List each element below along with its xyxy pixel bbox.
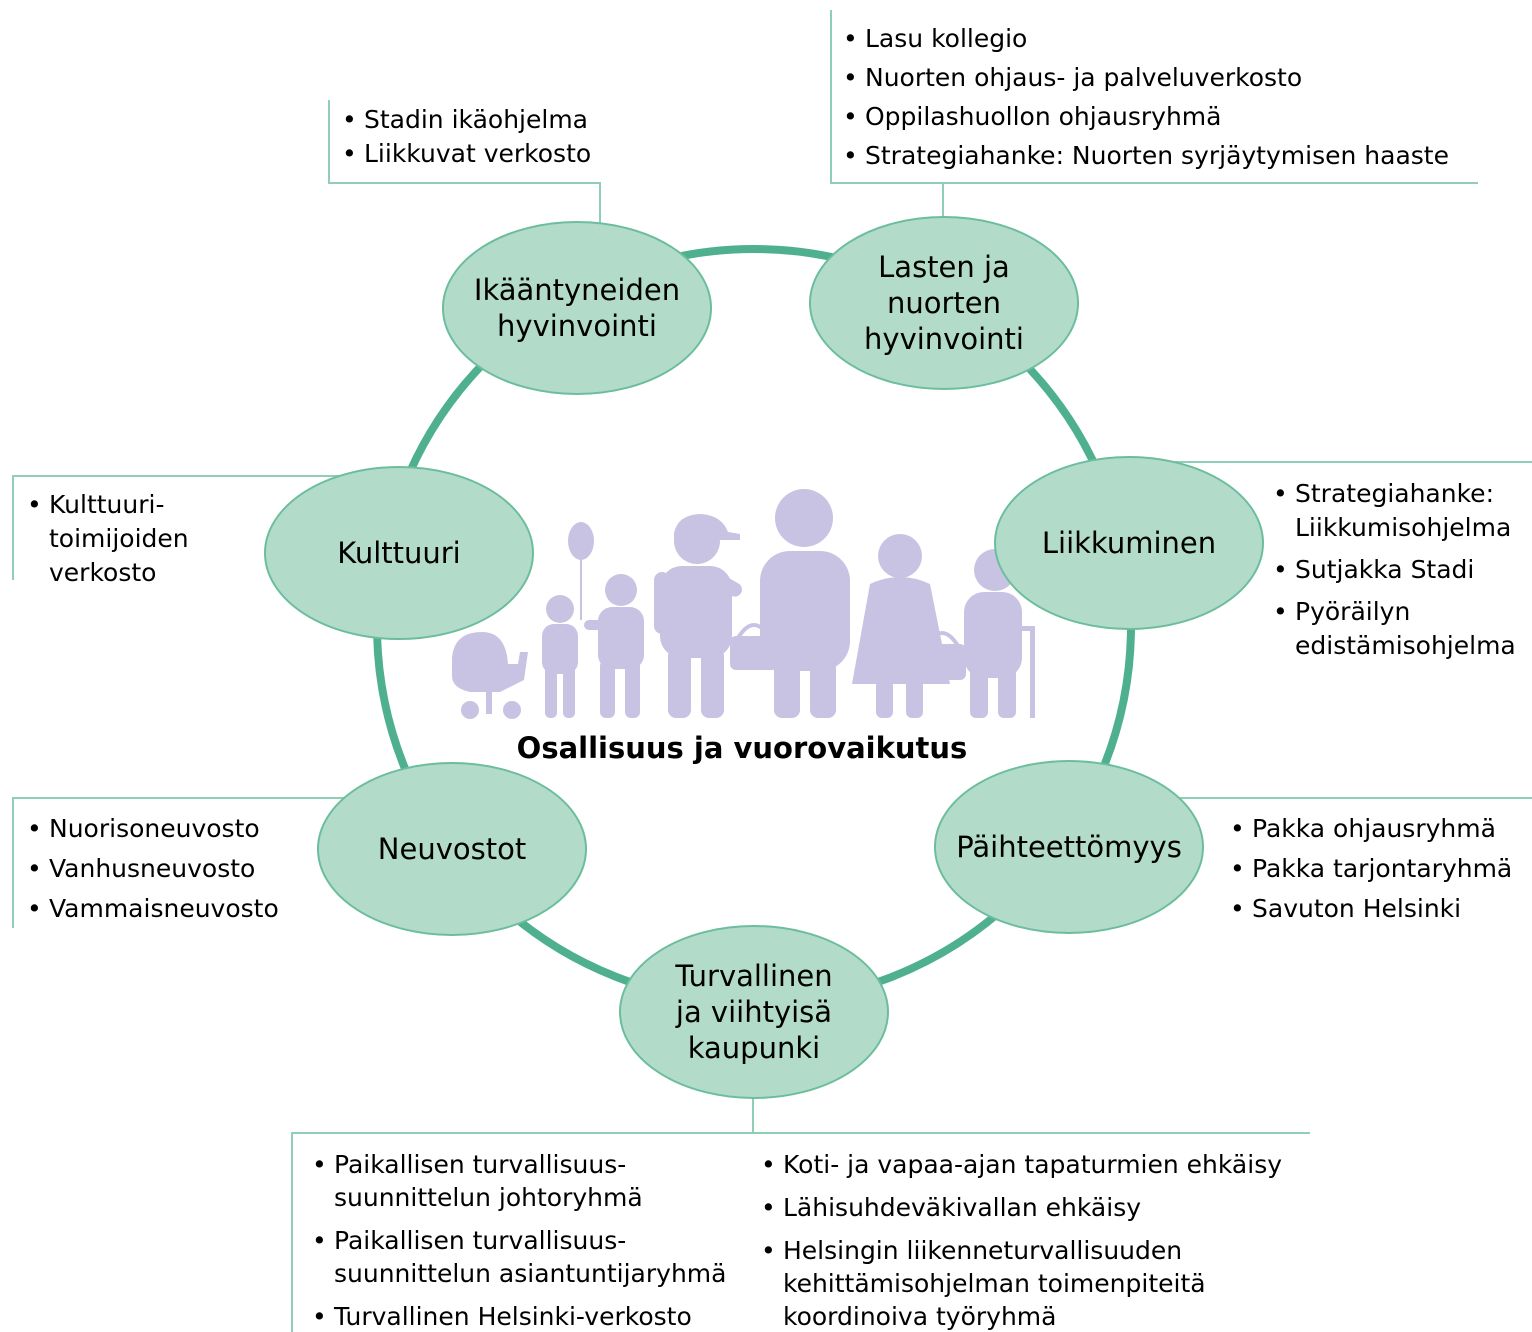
list-paihteettomyys: Pakka ohjausryhmä Pakka tarjontaryhmä Sa…: [1228, 809, 1512, 929]
node-shape-liikkuminen: [994, 456, 1264, 630]
list-item: Pakka ohjausryhmä: [1228, 809, 1512, 849]
connector-lasten: [830, 10, 1478, 184]
list-item: Stadin ikäohjelma: [340, 103, 591, 137]
list-item: Savuton Helsinki: [1228, 889, 1512, 929]
node-label-ikaantyneiden: Ikääntyneiden hyvinvointi: [473, 273, 681, 343]
list-kulttuuri: Kulttuuri- toimijoiden verkosto: [25, 488, 189, 590]
list-item: Paikallisen turvallisuus- suunnittelun a…: [310, 1224, 726, 1290]
list-item: Sutjakka Stadi: [1271, 553, 1516, 587]
list-item: Oppilashuollon ohjausryhmä: [841, 97, 1449, 136]
connector-ikaantyneiden: [328, 100, 601, 225]
node-label-lasten: Lasten ja nuorten hyvinvointi: [864, 250, 1024, 356]
node-shape-paihteettomyys: [934, 760, 1204, 934]
node-shape-neuvostot: [317, 762, 587, 936]
node-label-neuvostot: Neuvostot: [377, 832, 527, 866]
connector-kulttuuri: [12, 475, 340, 580]
node-shape-ikaantyneiden: [442, 221, 712, 395]
center-title: Osallisuus ja vuorovaikutus: [516, 731, 968, 765]
list-item: Lähisuhdeväkivallan ehkäisy: [759, 1191, 1282, 1224]
node-label-paihteettomyys: Päihteettömyys: [956, 830, 1182, 864]
list-turvallinen-left: Paikallisen turvallisuus- suunnittelun j…: [310, 1148, 726, 1332]
connector-turvallinen: [291, 1132, 1310, 1332]
list-item: Pakka tarjontaryhmä: [1228, 849, 1512, 889]
family-people-icon: [452, 489, 1035, 719]
list-item: Strategiahanke: Liikkumisohjelma: [1271, 477, 1516, 545]
list-neuvostot: Nuorisoneuvosto Vanhusneuvosto Vammaisne…: [25, 809, 279, 929]
list-item: Vammaisneuvosto: [25, 889, 279, 929]
list-lasten: Lasu kollegio Nuorten ohjaus- ja palvelu…: [841, 19, 1449, 175]
node-label-liikkuminen: Liikkuminen: [1041, 526, 1217, 560]
list-item: Nuorisoneuvosto: [25, 809, 279, 849]
list-item: Paikallisen turvallisuus- suunnittelun j…: [310, 1148, 726, 1214]
list-ikaantyneiden: Stadin ikäohjelma Liikkuvat verkosto: [340, 103, 591, 171]
list-item: Vanhusneuvosto: [25, 849, 279, 889]
list-item: Lasu kollegio: [841, 19, 1449, 58]
list-item: Koti- ja vapaa-ajan tapaturmien ehkäisy: [759, 1148, 1282, 1181]
node-label-turvallinen: Turvallinen ja viihtyisä kaupunki: [675, 959, 833, 1065]
list-item: Nuorten ohjaus- ja palveluverkosto: [841, 58, 1449, 97]
list-item: Turvallinen Helsinki-verkosto: [310, 1300, 726, 1332]
list-item: Kulttuuri- toimijoiden verkosto: [25, 488, 189, 590]
node-shape-kulttuuri: [264, 466, 534, 640]
node-ellipses: [264, 216, 1264, 1099]
list-item: Helsingin liikenneturvallisuuden kehittä…: [759, 1234, 1282, 1332]
list-turvallinen-right: Koti- ja vapaa-ajan tapaturmien ehkäisy …: [759, 1148, 1282, 1332]
connector-neuvostot: [12, 797, 345, 928]
list-liikkuminen: Strategiahanke: Liikkumisohjelma Sutjakk…: [1271, 477, 1516, 663]
list-item: Liikkuvat verkosto: [340, 137, 591, 171]
connector-lines: [12, 10, 1532, 1332]
node-shape-turvallinen: [619, 925, 889, 1099]
list-item: Pyöräilyn edistämisohjelma: [1271, 595, 1516, 663]
node-label-kulttuuri: Kulttuuri: [337, 536, 461, 570]
node-shape-lasten: [809, 216, 1079, 390]
list-item: Strategiahanke: Nuorten syrjäytymisen ha…: [841, 136, 1449, 175]
